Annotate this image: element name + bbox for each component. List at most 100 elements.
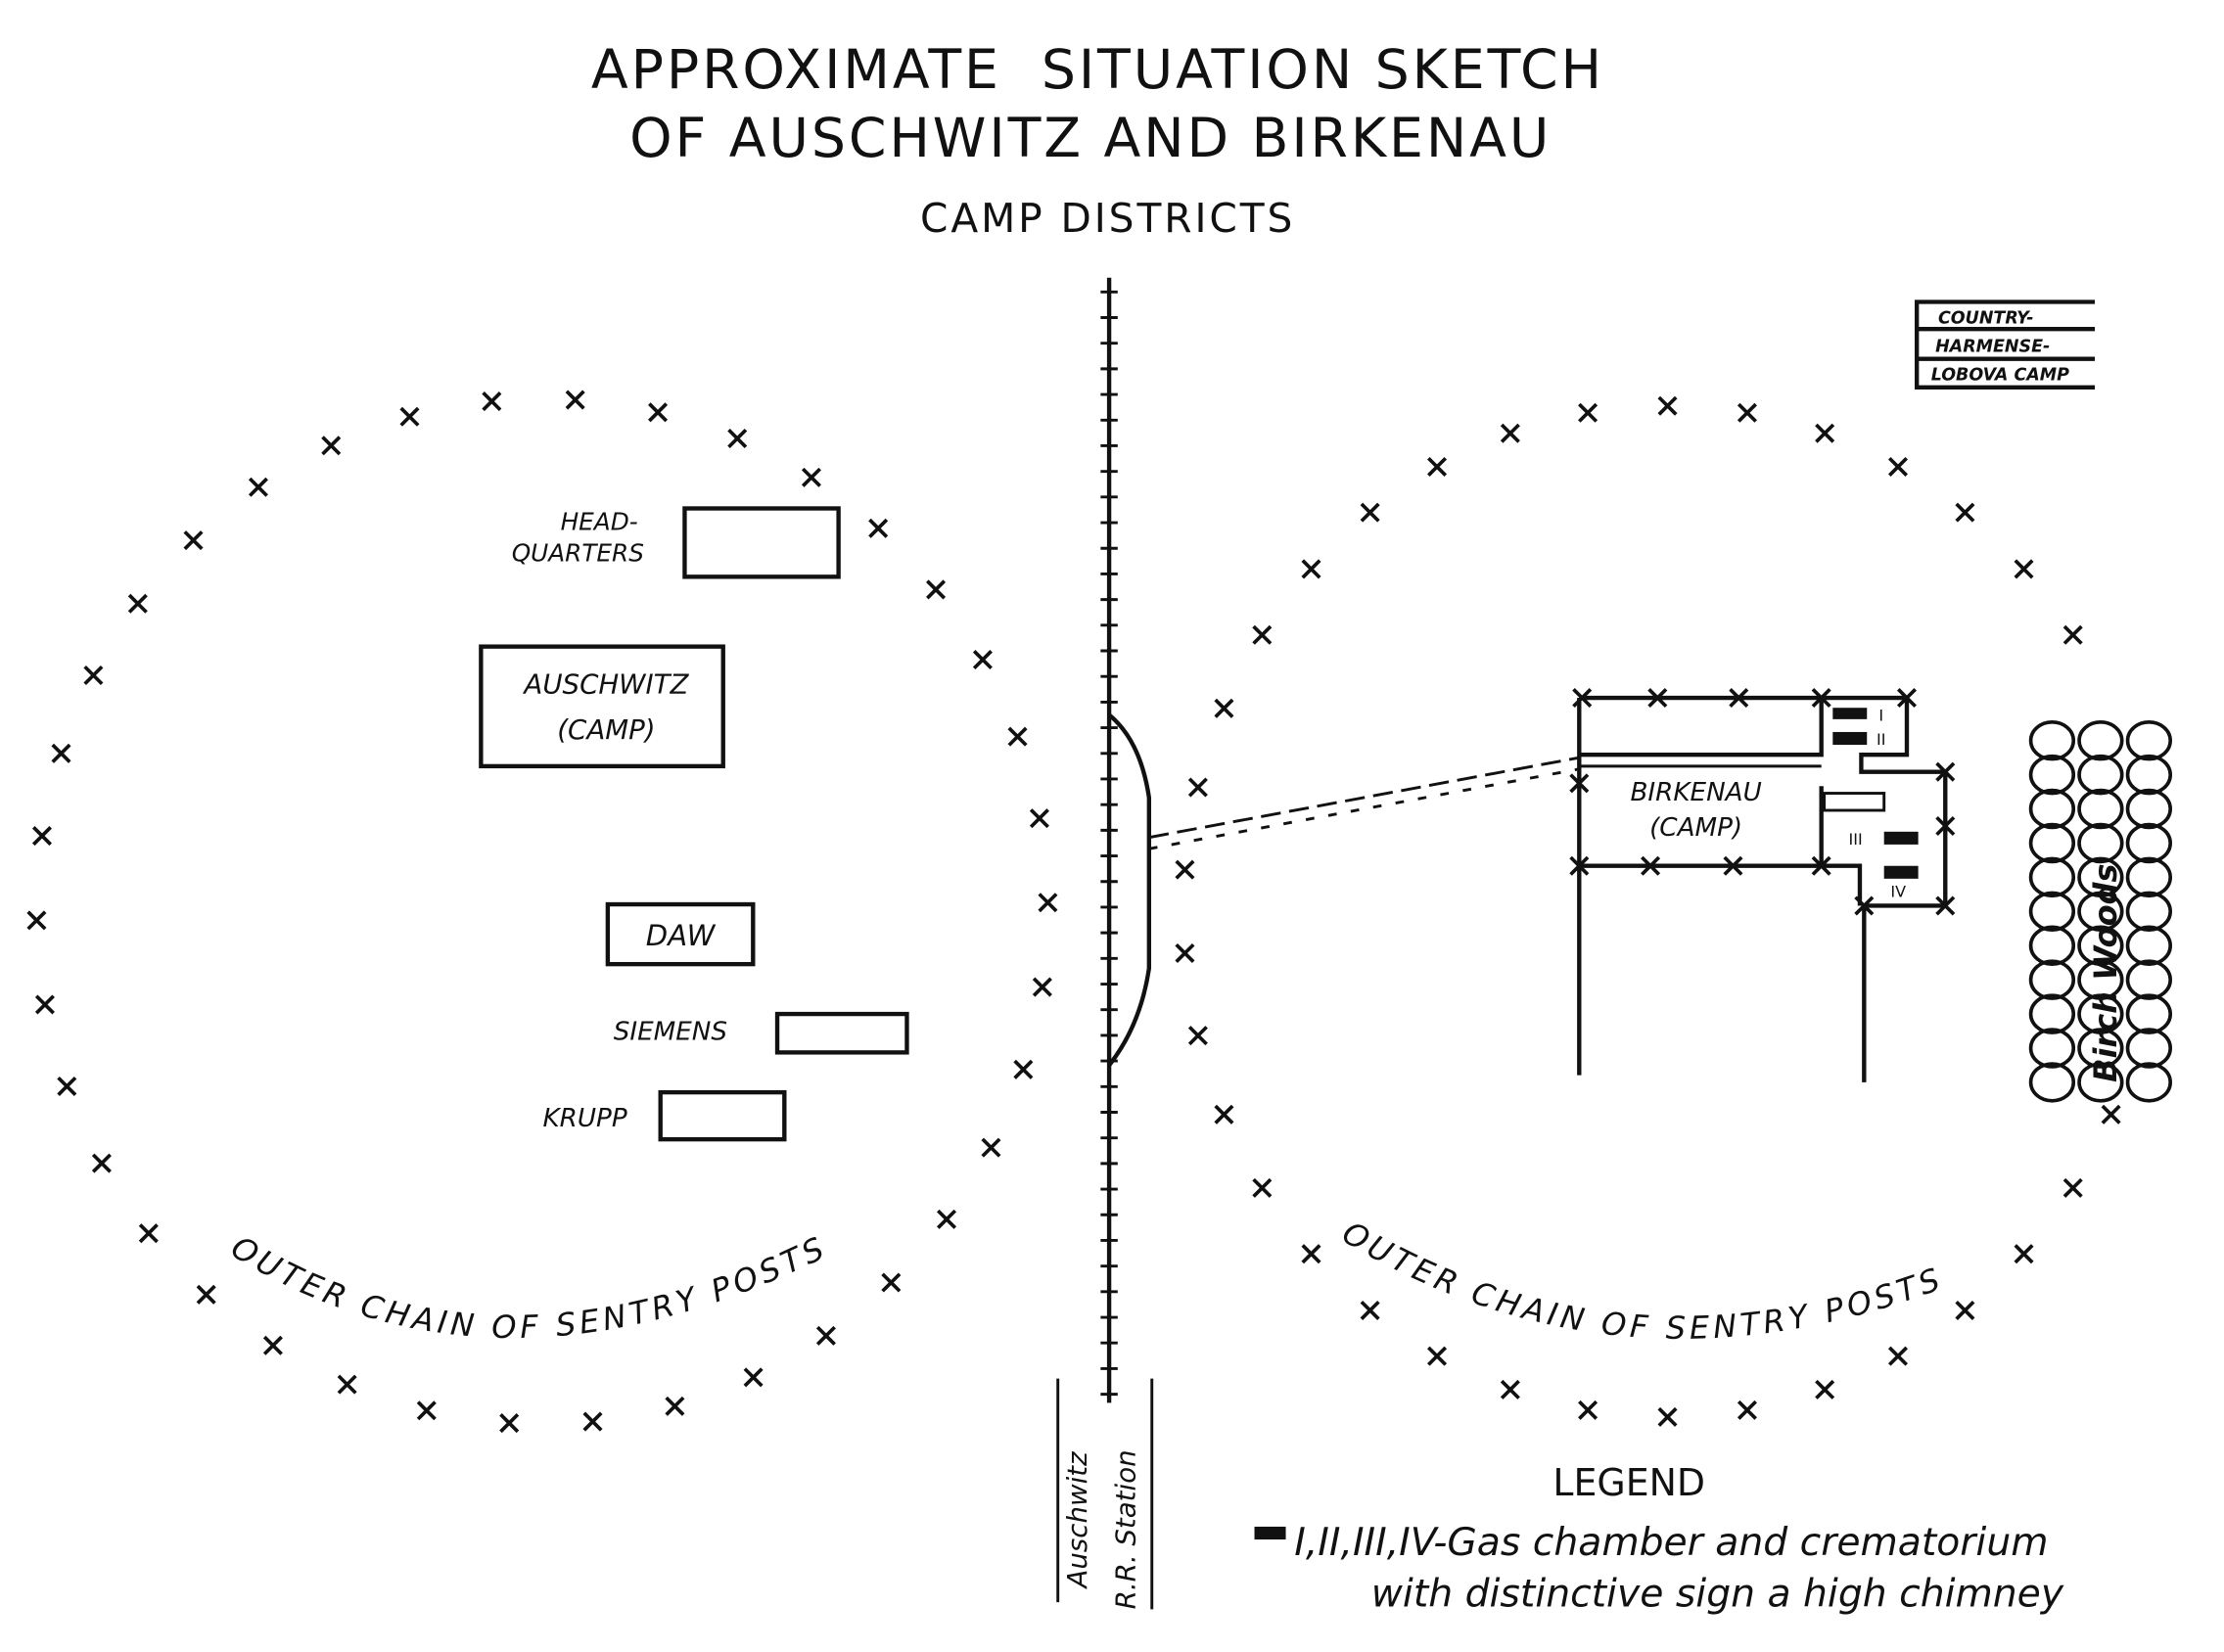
tree-icon [2125,856,2173,898]
sentry-post-icon [337,1374,357,1395]
sentry-post-icon [127,593,148,614]
tree-icon [2077,1062,2124,1103]
sentry-post-icon [1811,688,1831,709]
sentry-post-icon [1214,698,1234,718]
crematorium-4-label: IV [1890,883,1906,901]
tree-icon [2125,822,2173,864]
sentry-post-icon [31,826,53,847]
sentry-post-icon [91,1153,112,1173]
sentry-posts [26,390,2121,1434]
sentry-post-icon [1569,773,1590,794]
sentry-post-icon [1657,1406,1678,1427]
sentry-post-icon [1854,895,1875,916]
sentry-post-icon [937,1209,957,1229]
svg-text:HEAD-: HEAD- [561,507,638,535]
railway-line [1100,277,1152,1403]
svg-text:QUARTERS: QUARTERS [512,538,644,567]
tree-icon [2028,959,2076,1000]
sentry-post-icon [2014,1244,2034,1264]
siemens-works: SIEMENS [614,1011,909,1055]
tree-icon [2028,719,2076,761]
sentry-post-icon [1038,893,1058,913]
sentry-post-icon [801,467,821,487]
sentry-post-icon [1935,761,1956,782]
station-label-1: Auschwitz [1061,1451,1093,1590]
sentry-post-icon [262,1335,283,1355]
sentry-post-icon [1955,1300,1975,1320]
sentry-post-icon [1887,1346,1909,1366]
tree-icon [2077,788,2124,830]
sentry-post-icon [1032,977,1052,997]
connecting-road [1148,756,1580,850]
svg-text:DAW: DAW [646,919,717,952]
sentry-post-icon [1360,502,1380,523]
tree-icon [2077,891,2124,933]
sentry-post-icon [1887,456,1909,478]
tree-icon [2077,1028,2124,1069]
sentry-label-right: OUTER CHAIN OF SENTRY POSTS [1336,1214,1949,1347]
tree-icon [2077,822,2124,864]
sentry-post-icon [743,1367,764,1388]
birch-woods: Birch Woods [2028,719,2173,1103]
daw-works: DAW [605,901,756,967]
sentry-post-icon [1935,895,1956,916]
harmense-camp-box: COUNTRY- HARMENSE- LOBOVA CAMP [1914,299,2096,390]
svg-text:Birch Woods: Birch Woods [2087,863,2124,1081]
sentry-post-icon [482,391,502,412]
tree-icon [2028,925,2076,966]
sentry-post-icon [399,406,420,427]
sentry-post-icon [1955,502,1975,523]
headquarters: HEAD- QUARTERS [512,506,841,579]
tree-icon [2077,754,2124,796]
sentry-post-icon [1500,1379,1520,1400]
sentry-post-icon [1729,688,1749,709]
crematoria: I II III IV [1832,706,1919,901]
tree-icon [2028,993,2076,1034]
tree-icon [2125,993,2173,1034]
sentry-post-icon [321,436,342,456]
sentry-post-icon [416,1400,437,1421]
tree-icon [2028,754,2076,796]
tree-icon [2077,856,2124,898]
sentry-post-icon [1301,559,1321,579]
svg-text:LOBOVA CAMP: LOBOVA CAMP [1931,366,2069,386]
sentry-post-icon [1569,855,1590,876]
svg-text:(CAMP): (CAMP) [1649,813,1742,843]
sentry-post-icon [565,390,585,410]
sentry-post-icon [1500,423,1520,443]
tree-icon [2125,1028,2173,1069]
sentry-post-icon [1427,456,1448,478]
sentry-post-icon [83,665,104,686]
tree-icon [2125,788,2173,830]
tree-icon [2077,959,2124,1000]
sentry-post-icon [1007,726,1028,747]
sentry-post-icon [1427,1346,1448,1366]
sentry-post-icon [2014,559,2034,579]
sentry-post-icon [648,402,669,423]
tree-icon [2125,754,2173,796]
sentry-post-icon [1935,815,1956,837]
sentry-post-icon [1815,423,1835,443]
sentry-post-icon [34,994,55,1015]
tree-icon [2125,1062,2173,1103]
sentry-post-icon [926,579,947,600]
sentry-post-icon [1657,395,1678,416]
sentry-post-icon [1811,855,1831,876]
tree-icon [2125,719,2173,761]
tree-icon [2028,891,2076,933]
sentry-post-icon [1175,942,1195,963]
legend-title: LEGEND [1552,1461,1705,1504]
svg-text:(CAMP): (CAMP) [557,713,655,746]
title-line-1: APPROXIMATE SITUATION SKETCH [591,39,1604,102]
svg-text:BIRKENAU: BIRKENAU [1630,778,1761,807]
sentry-post-icon [1737,1400,1757,1420]
station-platform: Auschwitz R.R. Station [1056,1378,1154,1609]
sentry-post-icon [51,743,71,763]
sentry-post-icon [2062,624,2083,645]
tree-icon [2028,1028,2076,1069]
title-line-2: OF AUSCHWITZ AND BIRKENAU [629,108,1552,170]
tree-icon [2028,856,2076,898]
legend-line-1: I,II,III,IV-Gas chamber and crematorium [1294,1521,2048,1565]
sentry-post-icon [1252,624,1273,645]
